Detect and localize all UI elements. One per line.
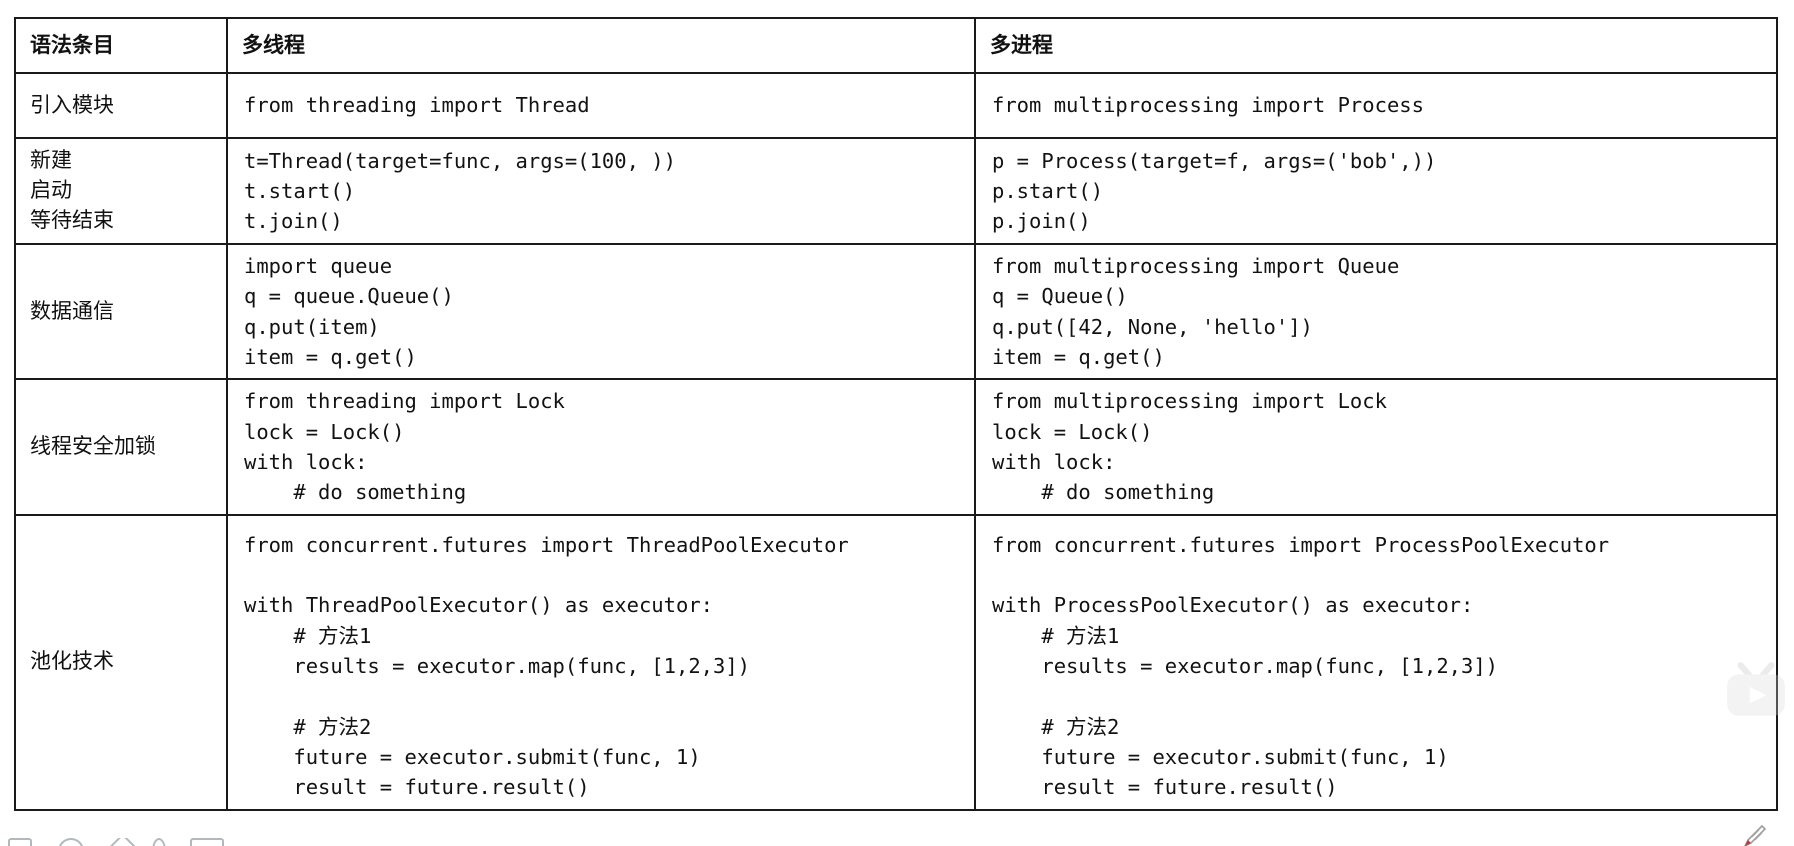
table-row: 新建 启动 等待结束 t=Thread(target=func, args=(1…: [14, 137, 1778, 245]
table-row: 池化技术 from concurrent.futures import Thre…: [14, 513, 1778, 811]
code-block: from multiprocessing import Lock lock = …: [992, 389, 1387, 505]
row-label-create-start-join: 新建 启动 等待结束: [14, 137, 228, 245]
row-label-text: 新建 启动 等待结束: [30, 148, 114, 232]
table-header-row: 语法条目 多线程 多进程: [14, 17, 1778, 74]
cell-thread-data-communication: import queue q = queue.Queue() q.put(ite…: [226, 242, 976, 381]
table-row: 数据通信 import queue q = queue.Queue() q.pu…: [14, 242, 1778, 381]
row-label-pooling: 池化技术: [14, 513, 228, 811]
code-block: from concurrent.futures import ProcessPo…: [992, 532, 1610, 800]
row-label-text: 池化技术: [30, 649, 114, 674]
cell-process-pooling: from concurrent.futures import ProcessPo…: [974, 513, 1778, 811]
code-block: p = Process(target=f, args=('bob',)) p.s…: [992, 148, 1437, 234]
column-header-multithreading-label: 多线程: [242, 32, 305, 57]
circle-icon: [58, 838, 84, 846]
table-header: 语法条目 多线程 多进程: [14, 17, 1778, 74]
row-label-text: 线程安全加锁: [30, 434, 156, 459]
table-body: 引入模块 from threading import Thread from m…: [14, 72, 1778, 811]
code-block: import queue q = queue.Queue() q.put(ite…: [244, 254, 454, 369]
dot-icon: [152, 838, 166, 846]
cell-process-create-start-join: p = Process(target=f, args=('bob',)) p.s…: [974, 137, 1778, 245]
code-block: t=Thread(target=func, args=(100, )) t.st…: [244, 148, 676, 234]
code-block: from multiprocessing import Queue q = Qu…: [992, 254, 1400, 369]
table-row: 引入模块 from threading import Thread from m…: [14, 72, 1778, 139]
cell-thread-lock: from threading import Lock lock = Lock()…: [226, 378, 976, 516]
column-header-multiprocessing-label: 多进程: [990, 32, 1053, 57]
diamond-icon: [104, 838, 140, 846]
cell-thread-import-module: from threading import Thread: [226, 72, 976, 139]
column-header-item: 语法条目: [14, 17, 228, 74]
row-label-text: 数据通信: [30, 298, 114, 323]
code-block: from threading import Thread: [244, 93, 590, 118]
cell-thread-pooling: from concurrent.futures import ThreadPoo…: [226, 513, 976, 811]
square-icon: [8, 838, 32, 846]
cell-process-data-communication: from multiprocessing import Queue q = Qu…: [974, 242, 1778, 381]
code-block: from multiprocessing import Process: [992, 93, 1424, 118]
rectangle-icon: [190, 838, 224, 846]
cell-process-import-module: from multiprocessing import Process: [974, 72, 1778, 139]
row-label-thread-safe-lock: 线程安全加锁: [14, 378, 228, 516]
pen-icon: [1744, 824, 1766, 846]
row-label-data-communication: 数据通信: [14, 242, 228, 381]
cell-process-lock: from multiprocessing import Lock lock = …: [974, 378, 1778, 516]
bottom-toolbar-icon-strip: [6, 838, 266, 846]
row-label-text: 引入模块: [30, 92, 114, 117]
row-label-import-module: 引入模块: [14, 72, 228, 139]
column-header-multithreading: 多线程: [226, 17, 976, 74]
code-block: from threading import Lock lock = Lock()…: [244, 389, 565, 505]
cell-thread-create-start-join: t=Thread(target=func, args=(100, )) t.st…: [226, 137, 976, 245]
thread-vs-process-comparison-table: 语法条目 多线程 多进程 引入模块 from threading import …: [14, 17, 1778, 811]
code-block: from concurrent.futures import ThreadPoo…: [244, 532, 849, 800]
column-header-item-label: 语法条目: [30, 32, 114, 57]
column-header-multiprocessing: 多进程: [974, 17, 1778, 74]
table-row: 线程安全加锁 from threading import Lock lock =…: [14, 378, 1778, 516]
